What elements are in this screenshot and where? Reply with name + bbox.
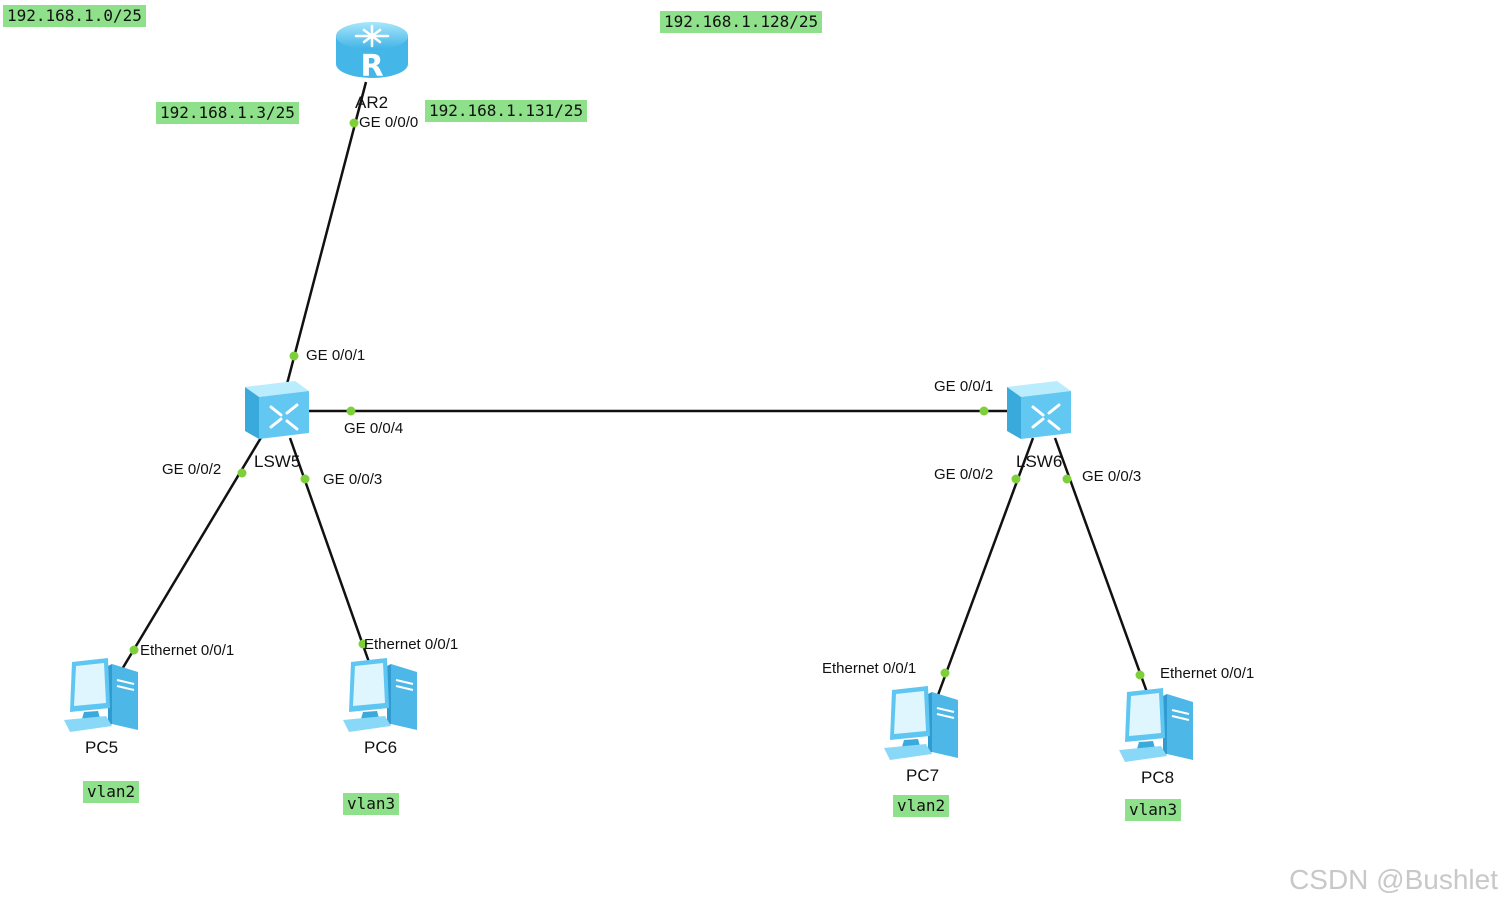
port-label-lsw5-ge002: GE 0/0/2 <box>162 461 222 478</box>
pc-icon <box>64 658 138 732</box>
port-dot-ar2-ge000[interactable] <box>349 118 359 128</box>
port-dot-pc8-eth[interactable] <box>1135 670 1145 680</box>
port-label-lsw5-ge001: GE 0/0/1 <box>306 347 366 364</box>
switch-lsw6-label: LSW6 <box>1016 452 1063 471</box>
port-dot-lsw6-ge002[interactable] <box>1011 474 1021 484</box>
port-dot-lsw5-ge001[interactable] <box>289 351 299 361</box>
pc6[interactable] <box>341 656 423 736</box>
pc5[interactable] <box>62 656 144 736</box>
pc7-label: PC7 <box>906 766 940 785</box>
port-dot-pc7-eth[interactable] <box>940 668 950 678</box>
pc-icon <box>343 658 417 732</box>
port-label-lsw6-ge002: GE 0/0/2 <box>934 466 994 483</box>
port-label-pc8-eth: Ethernet 0/0/1 <box>1160 665 1255 682</box>
port-label-lsw5-ge003: GE 0/0/3 <box>323 471 383 488</box>
switch-icon <box>1007 381 1071 439</box>
pc5-label: PC5 <box>85 738 119 757</box>
note-subnet-right[interactable]: 192.168.1.128/25 <box>660 11 823 33</box>
router-label: AR2 <box>355 93 389 112</box>
note-pc5-vlan[interactable]: vlan2 <box>83 781 140 803</box>
switch-lsw6[interactable] <box>1005 377 1073 441</box>
watermark: CSDN @Bushlet <box>1289 864 1498 895</box>
port-dot-pc5-eth[interactable] <box>129 645 139 655</box>
port-label-lsw6-ge003: GE 0/0/3 <box>1082 468 1142 485</box>
port-label-pc5-eth: Ethernet 0/0/1 <box>140 642 235 659</box>
switch-icon <box>245 381 309 439</box>
pc8-label: PC8 <box>1141 768 1175 787</box>
router-ar2[interactable]: R <box>334 14 410 84</box>
port-label-lsw6-ge001: GE 0/0/1 <box>934 378 994 395</box>
port-label-ar2-ge000: GE 0/0/0 <box>359 114 419 131</box>
switch-lsw5[interactable] <box>243 377 311 441</box>
note-pc7-vlan[interactable]: vlan2 <box>893 795 950 817</box>
port-label-lsw5-ge004: GE 0/0/4 <box>344 420 404 437</box>
pc-icon <box>1119 688 1193 762</box>
port-dot-lsw5-ge003[interactable] <box>300 474 310 484</box>
switch-lsw5-label: LSW5 <box>254 452 301 471</box>
note-pc6-vlan[interactable]: vlan3 <box>343 793 400 815</box>
link-lsw5-pc5[interactable] <box>116 435 264 677</box>
pc8[interactable] <box>1117 686 1199 766</box>
note-pc8-vlan[interactable]: vlan3 <box>1125 799 1182 821</box>
port-dot-lsw6-ge001[interactable] <box>979 406 989 416</box>
pc-icon <box>884 686 958 760</box>
port-label-pc6-eth: Ethernet 0/0/1 <box>364 636 459 653</box>
pc7[interactable] <box>882 684 964 764</box>
port-dot-lsw5-ge004[interactable] <box>346 406 356 416</box>
pc6-label: PC6 <box>364 738 398 757</box>
note-router-ip-left[interactable]: 192.168.1.3/25 <box>156 102 299 124</box>
port-dot-lsw5-ge002[interactable] <box>237 468 247 478</box>
note-subnet-left[interactable]: 192.168.1.0/25 <box>3 5 146 27</box>
port-dot-lsw6-ge003[interactable] <box>1062 474 1072 484</box>
port-label-pc7-eth: Ethernet 0/0/1 <box>822 660 917 677</box>
note-router-ip-right[interactable]: 192.168.1.131/25 <box>425 100 588 122</box>
link-ar2-lsw5[interactable] <box>285 81 368 385</box>
router-icon: R <box>336 22 408 84</box>
svg-text:R: R <box>360 49 383 82</box>
port-dot-pc6-eth[interactable] <box>358 639 368 649</box>
